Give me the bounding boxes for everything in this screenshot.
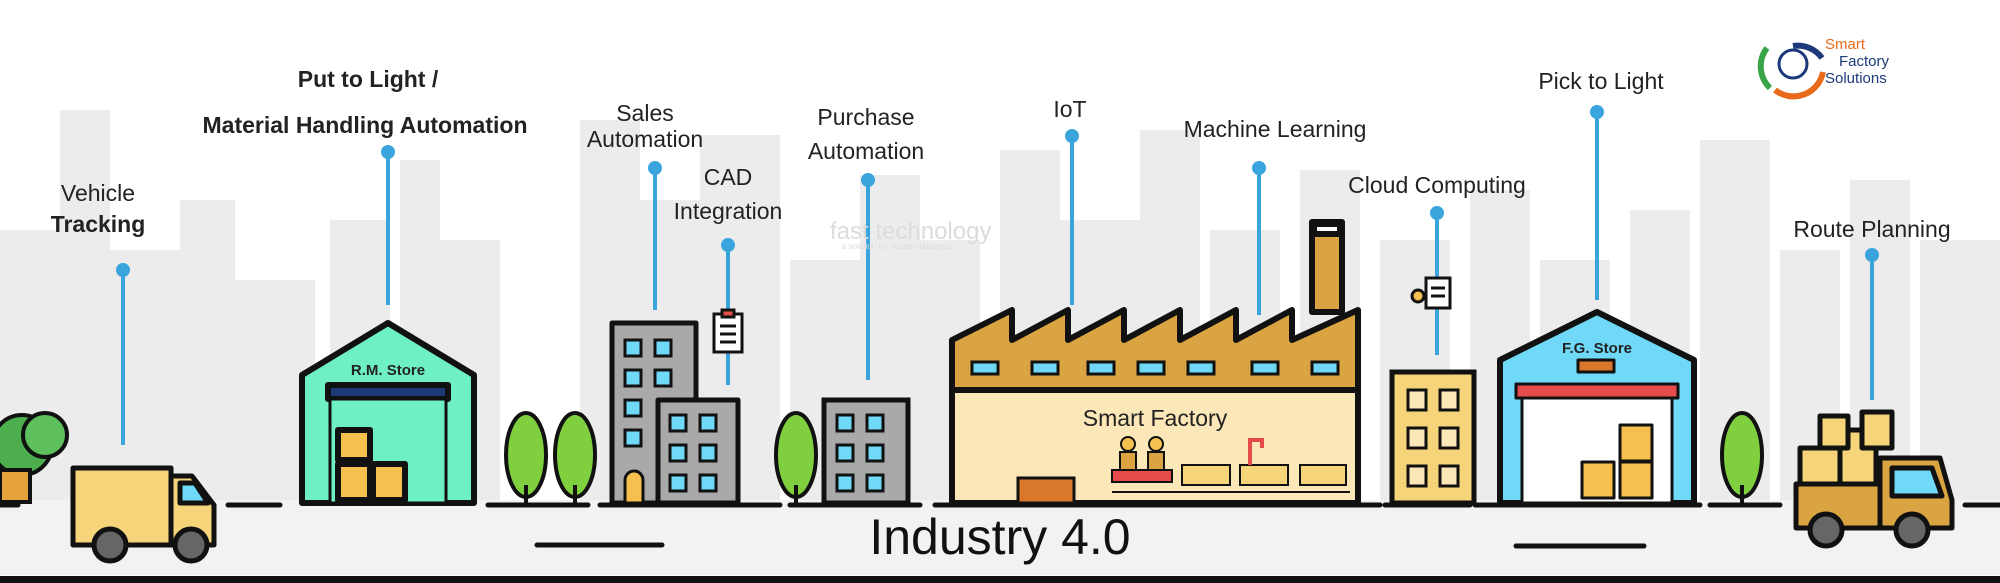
page-title: Industry 4.0 bbox=[869, 509, 1131, 565]
label-sales: Sales bbox=[616, 100, 674, 126]
truck-right bbox=[1793, 409, 1955, 549]
truck-left bbox=[70, 465, 217, 564]
label-cad: CAD bbox=[703, 164, 753, 190]
label-purchase: Purchase bbox=[817, 104, 915, 130]
factory-windows bbox=[970, 360, 1340, 376]
label-cloud-computing: Cloud Computing bbox=[1348, 172, 1526, 198]
label-route-planning: Route Planning bbox=[1793, 216, 1951, 242]
label-vehicle-tracking-line2: Tracking bbox=[50, 211, 146, 237]
trees bbox=[504, 411, 1764, 503]
label-machine-learning: Machine Learning bbox=[1183, 116, 1367, 142]
label-sales-automation: Automation bbox=[586, 126, 704, 152]
label-pick-to-light: Pick to Light bbox=[1538, 68, 1664, 94]
clipboard-icon bbox=[712, 308, 744, 354]
logo-line-2: Factory bbox=[1839, 53, 1890, 70]
bottom-bar bbox=[0, 576, 2000, 583]
logo-icon bbox=[1757, 42, 1826, 100]
yellow-building-windows bbox=[1406, 388, 1460, 488]
bush-left bbox=[0, 411, 69, 504]
label-put-to-light: Put to Light / bbox=[297, 66, 439, 92]
label-material-handling: Material Handling Automation bbox=[202, 112, 528, 138]
label-iot: IoT bbox=[1053, 96, 1087, 122]
logo-text: Smart Factory Solutions bbox=[1825, 36, 1889, 87]
smart-factory-label: Smart Factory bbox=[1082, 405, 1228, 431]
factory-door bbox=[1016, 476, 1076, 505]
fg-store-building bbox=[1497, 309, 1697, 506]
sales-windows bbox=[623, 338, 718, 493]
purchase-windows bbox=[835, 413, 885, 493]
yellow-building bbox=[1389, 369, 1477, 506]
rm-store-label: R.M. Store bbox=[350, 362, 426, 379]
label-purchase-automation: Automation bbox=[807, 138, 925, 164]
fg-store-label: F.G. Store bbox=[1561, 340, 1632, 357]
watermark-text: fast technology bbox=[830, 218, 992, 245]
watermark-subtext: a solution for modern business bbox=[842, 242, 951, 251]
logo-line-3: Solutions bbox=[1825, 70, 1887, 87]
cloud-doc-icon bbox=[1410, 276, 1452, 310]
label-cad-integration: Integration bbox=[673, 198, 783, 224]
logo-line-1: Smart bbox=[1825, 36, 1866, 53]
factory-workers bbox=[1111, 436, 1350, 493]
sales-door bbox=[623, 469, 645, 505]
rm-store-building bbox=[299, 320, 477, 506]
label-vehicle-tracking-line1: Vehicle bbox=[60, 180, 136, 206]
